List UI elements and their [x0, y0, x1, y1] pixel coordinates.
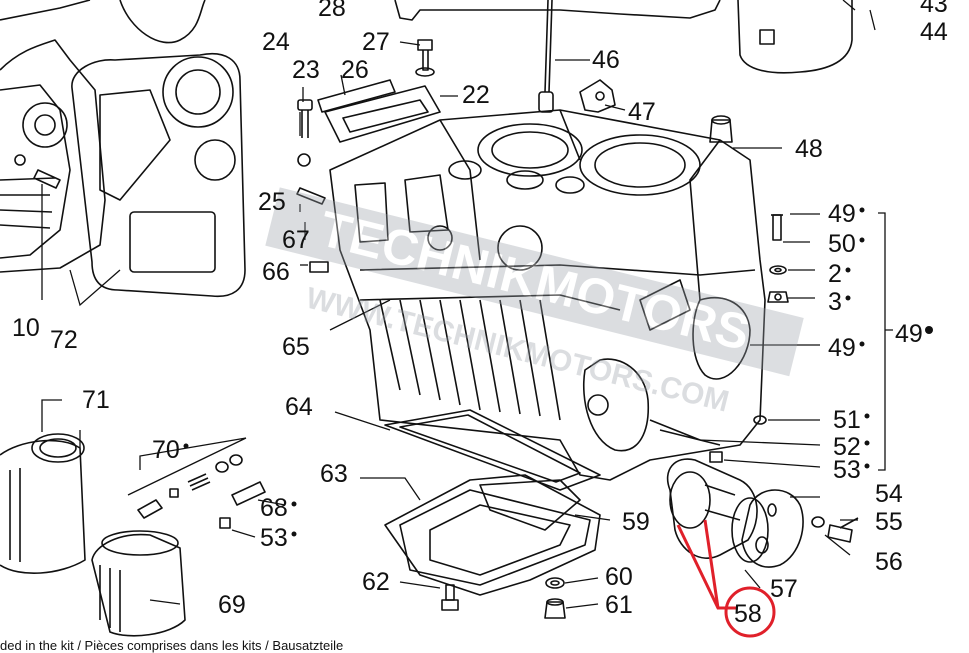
callout-c25: 25: [258, 188, 286, 216]
dipstick-46: [538, 0, 554, 113]
plug-61: [544, 598, 566, 619]
callout-c63: 63: [320, 460, 348, 488]
callout-c70: 70: [152, 436, 180, 464]
bolt-23: [297, 99, 313, 167]
cover-54: [741, 489, 804, 568]
callout-c59: 59: [622, 508, 650, 536]
footer-note: ded in the kit / Pièces comprises dans l…: [0, 638, 344, 653]
nut-3: [767, 291, 789, 303]
washer-60: [545, 577, 565, 589]
crankcase-block: [329, 109, 766, 481]
highlight-58: [676, 519, 776, 638]
front-housing-drawing: [0, 0, 206, 273]
valve-kit-70: [137, 454, 243, 519]
gasket-64: [384, 409, 601, 491]
oil-filter-71: [0, 433, 86, 574]
callout-c44: 44: [920, 18, 948, 46]
stud-50: [771, 214, 783, 241]
bolt-55: [827, 517, 859, 543]
plug-51: [753, 415, 767, 425]
plug-53-right: [709, 451, 723, 463]
callout-c3: 3: [828, 288, 842, 316]
plug-48: [709, 115, 733, 143]
oil-filter-69: [91, 530, 186, 637]
kit-marker-dot: [859, 207, 865, 213]
callout-c71: 71: [82, 386, 110, 414]
callout-c66: 66: [262, 258, 290, 286]
callout-c24: 24: [262, 28, 290, 56]
callout-c69: 69: [218, 591, 246, 619]
callout-c49c: 49: [895, 320, 923, 348]
kit-marker-dot: [183, 443, 189, 449]
kit-marker-dot: [864, 413, 870, 419]
kit-marker-dot: [864, 463, 870, 469]
kit-marker-dot: [291, 501, 297, 507]
callout-c51: 51: [833, 406, 861, 434]
callout-c55: 55: [875, 508, 903, 536]
callout-c27: 27: [362, 28, 390, 56]
filter-housing-57: [666, 458, 758, 559]
callout-c48: 48: [795, 135, 823, 163]
callout-c26: 26: [341, 56, 369, 84]
callout-c57: 57: [770, 575, 798, 603]
callout-c50: 50: [828, 230, 856, 258]
callout-c46: 46: [592, 46, 620, 74]
callout-c64: 64: [285, 393, 313, 421]
plug-53-left: [219, 517, 231, 529]
kit-marker-dot: [925, 326, 933, 334]
screw-10: [14, 154, 61, 189]
part-26-plate: [317, 79, 396, 113]
callout-c65: 65: [282, 333, 310, 361]
callout-c49a: 49: [828, 200, 856, 228]
callout-c54: 54: [875, 480, 903, 508]
gasket-plate-72: [71, 53, 246, 298]
callout-c61: 61: [605, 591, 633, 619]
callout-c49b: 49: [828, 334, 856, 362]
kit-marker-dot: [859, 237, 865, 243]
kit-marker-dot: [864, 440, 870, 446]
callout-c10: 10: [12, 314, 40, 342]
callout-c52: 52: [833, 433, 861, 461]
kit-marker-dot: [291, 531, 297, 537]
oil-pan-63: [384, 474, 601, 596]
pin-25: [296, 187, 326, 205]
callout-c47: 47: [628, 98, 656, 126]
callout-c53b: 53: [260, 524, 288, 552]
part-22-gasket: [324, 85, 441, 143]
kit-marker-dot: [859, 341, 865, 347]
leader-lines: [41, 0, 893, 609]
drain-bolt-62: [441, 584, 459, 611]
washer-2: [769, 265, 787, 275]
callout-c68: 68: [260, 494, 288, 522]
callout-c28: 28: [318, 0, 346, 22]
washer-56: [811, 516, 825, 528]
callout-c60: 60: [605, 563, 633, 591]
kit-marker-dot: [845, 267, 851, 273]
callout-c43: 43: [920, 0, 948, 18]
callout-c22: 22: [462, 81, 490, 109]
strainer-59: [479, 479, 581, 531]
callout-c62: 62: [362, 568, 390, 596]
callout-c67: 67: [282, 226, 310, 254]
watermark: TECHNIKMOTORS WWW.TECHNIKMOTORS.COM: [265, 187, 804, 419]
bolt-68: [231, 481, 266, 506]
part-44-cover: [737, 0, 853, 74]
callout-c23: 23: [292, 56, 320, 84]
oring-57: [731, 497, 769, 563]
callout-c2: 2: [828, 260, 842, 288]
callout-c58: 58: [734, 600, 762, 628]
plug-66: [309, 261, 329, 273]
bracket-47: [579, 79, 616, 113]
callout-c53a: 53: [833, 456, 861, 484]
bolt-27: [415, 39, 435, 77]
callout-c72: 72: [50, 326, 78, 354]
callout-c56: 56: [875, 548, 903, 576]
rocker-rail-top: [394, 0, 721, 21]
kit-marker-dot: [845, 295, 851, 301]
